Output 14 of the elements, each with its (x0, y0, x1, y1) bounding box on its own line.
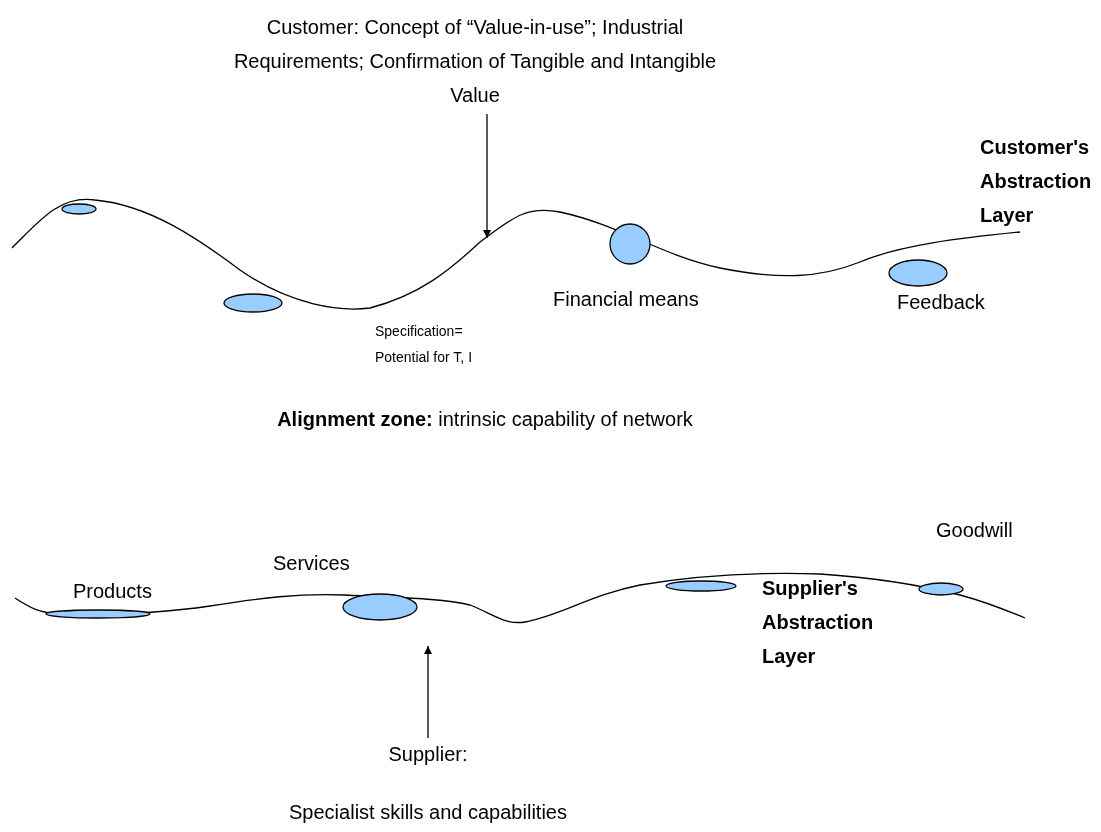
zone-label: Alignment zone: intrinsic capability of network (276, 407, 694, 432)
annotation-text: Feedback (897, 290, 986, 315)
arrow (483, 113, 491, 239)
annotation-text: Specification= Potential for T, I (375, 322, 473, 367)
arrow (424, 645, 432, 739)
layer-label: Customer's Abstraction Layer (980, 135, 1093, 228)
annotation-text: Goodwill (936, 518, 1014, 543)
annotation-text: Supplier: (387, 742, 469, 767)
annotation-text: Products (73, 579, 153, 604)
layer-label: Supplier's Abstraction Layer (762, 576, 875, 669)
annotation-text: Services (273, 551, 351, 576)
annotation-text: Financial means (553, 287, 700, 312)
annotation-text: Customer: Concept of “Value-in-use”; Industrial Requirements; Confirmation of Tangible and Intangible Value (232, 15, 718, 108)
annotation-text: Specialist skills and capabilities (288, 800, 568, 825)
